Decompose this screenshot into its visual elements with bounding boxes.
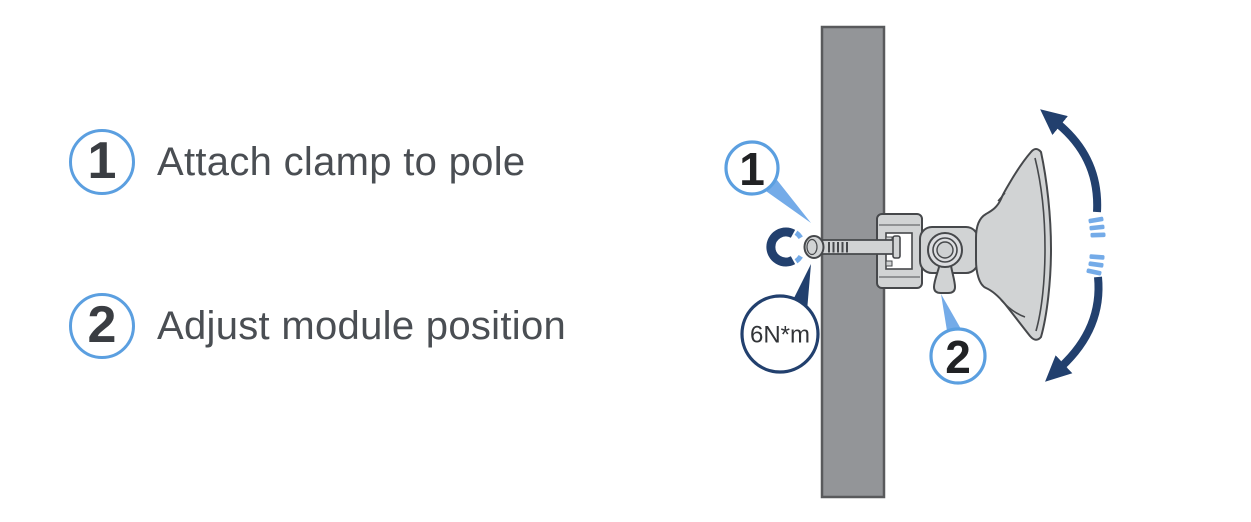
callout-2-number: 2: [945, 331, 971, 383]
dish-top-step-line: [997, 192, 1006, 202]
step-2-row: 2 Adjust module position: [69, 293, 566, 359]
step-2-number: 2: [87, 296, 117, 354]
screw-rotation-arrow: [766, 227, 803, 267]
clamp-screw-threads: [828, 242, 848, 253]
step-2-number-badge: 2: [69, 293, 135, 359]
pivot-inner-ring: [936, 241, 954, 259]
clamp-screw: [803, 235, 901, 259]
callout-1: 1: [724, 140, 811, 223]
clamp-screw-head-detail: [806, 238, 818, 256]
torque-badge: 6N*m: [740, 264, 820, 374]
callout-1-number: 1: [739, 143, 765, 195]
dish-rim-inner-line: [1034, 157, 1046, 332]
step-1-row: 1 Attach clamp to pole: [69, 129, 525, 195]
torque-bubble: [740, 294, 820, 374]
pivot-middle-ring: [932, 237, 958, 263]
tilt-arrow-up: [1040, 109, 1102, 213]
step-2-label: Adjust module position: [157, 303, 567, 348]
dish-bottom-fold-line: [1000, 299, 1026, 318]
callout-1-tail: [763, 180, 811, 223]
step-1-number-badge: 1: [69, 129, 135, 195]
mounting-pole: [820, 25, 886, 499]
antenna-module: [975, 148, 1052, 341]
tilt-range-dashes: [1086, 216, 1106, 276]
torque-label: 6N*m: [750, 322, 810, 349]
step-1-label: Attach clamp to pole: [157, 139, 526, 184]
callout-2-bubble: [929, 327, 987, 385]
callout-2-tail: [941, 294, 961, 331]
pivot-joint: [927, 232, 963, 268]
screw-rotation-dash-top: [794, 230, 803, 240]
wing-nut: [933, 258, 956, 294]
screw-rotation-dash-bottom: [794, 254, 803, 264]
callout-2: 2: [929, 294, 987, 385]
step-1-number: 1: [87, 132, 117, 190]
screw-rotation-arc: [766, 227, 796, 267]
clamp-screw-end-plate: [892, 235, 901, 259]
callout-1-bubble: [724, 140, 780, 196]
tilt-arrow-down: [1045, 276, 1103, 382]
bracket-tab-bottom: [885, 260, 893, 267]
tilt-adjustment-arrows: [1040, 109, 1106, 382]
